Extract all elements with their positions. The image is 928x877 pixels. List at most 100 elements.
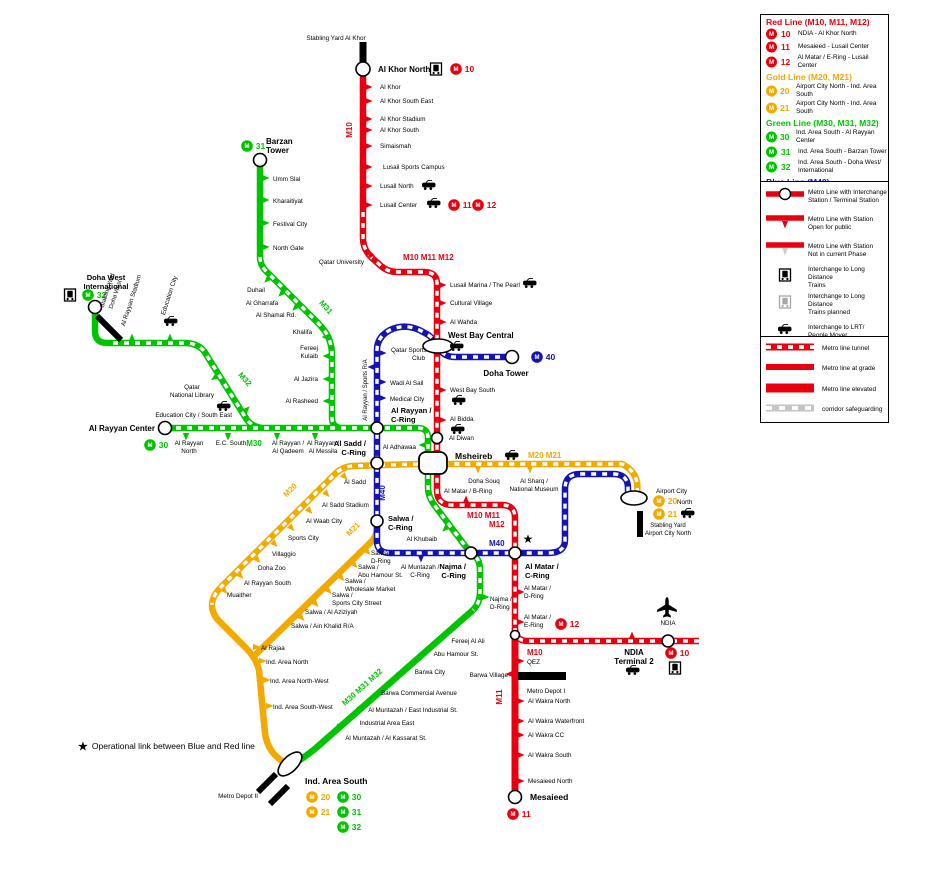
legend-style-row: Metro line tunnel [764,340,888,358]
station-tick [311,599,319,607]
badge-circle [531,351,543,363]
badge-circle [766,41,777,53]
lrt-people-mover-icon [451,424,465,434]
badge-m: M [669,651,674,657]
train-wheel [676,670,679,674]
map-label: E-Ring [524,622,544,629]
stabling-yard-track [267,783,291,807]
map-label: Msheireb [455,451,492,461]
station-tick [379,394,387,402]
badge-circle [766,102,777,114]
legend-symbol-cell [764,319,808,344]
lrt-people-mover-icon [422,180,436,190]
long-distance-train-icon [429,62,443,76]
map-label: Fereej [300,345,318,352]
map-label: Cultural Village [450,300,493,307]
station-tick [220,586,228,594]
legend-line-description: Airport City North - Ind. Area South [796,83,877,98]
station-tick [367,363,375,371]
map-label: Terminal 2 [614,657,654,666]
badge-circle [82,289,94,301]
lrt-wheel [453,402,457,405]
legend-section-title: Green Line (M30, M31, M32) [766,118,879,128]
station-tick [166,333,174,341]
notphase-legend-icon [766,242,804,256]
badge-number: 12 [570,619,580,629]
badge-m: M [341,795,346,801]
station-tick [439,299,447,307]
train-planned-legend-icon [778,295,792,309]
badge-number: 31 [352,807,362,817]
map-label: Stabling Yard [650,523,685,529]
station-tick [413,655,422,664]
station-tick [311,433,319,441]
station-tick [324,586,332,594]
station-tick [374,689,383,698]
station-tick [262,243,270,251]
lrt-pantograph [425,180,432,183]
metro-line-green-nw-stub [91,313,113,347]
map-label: Industrial Area East [360,720,415,727]
legend-badge-icon: M [766,102,777,114]
station-tick [292,303,300,311]
lrt-people-mover-icon [626,665,640,675]
legend-style-cell [764,340,822,358]
badge-number: 20 [321,792,331,802]
map-label: Lusail North [380,183,414,190]
badge-number: 32 [97,290,107,300]
badge-m: M [245,144,250,150]
interchange-station [157,420,173,436]
map-label: National Museum [510,486,559,493]
station-tick [517,618,525,626]
interchange-station [370,421,384,435]
map-label: Barwa Village [470,672,509,679]
train-legend-icon [778,268,792,282]
station-tick [365,126,373,134]
interchange-station [87,299,103,315]
station-tick [334,723,343,732]
badge-number: 11 [522,809,531,819]
legend-symbol-cell [764,211,808,236]
station-tick [628,631,636,639]
lrt-pantograph [455,395,462,398]
map-label: Al Rayyan / [307,440,339,447]
lrt-wheel [224,408,228,411]
lrt-pantograph [167,316,174,319]
star-icon: ★ [78,741,88,753]
legend-style-row: Metro line at grade [764,360,888,378]
map-label: Al Sadd / [334,439,367,448]
lrt-wheel [633,672,637,675]
station-tick [439,386,447,394]
lrt-wheel [457,348,461,351]
legend-badge-icon: M [766,56,777,68]
map-label: Al Rayyan South [244,580,291,587]
station-tick [322,397,330,405]
legend-style-row: Metro line elevated [764,381,888,399]
map-label: Al Rayyan [175,440,204,447]
map-label: Al Matar / [525,562,560,571]
lrt-wheel [165,323,169,326]
map-label: International [83,282,128,291]
station-tick [482,593,490,601]
map-label: Najma / [439,562,467,571]
station-tick [517,731,525,739]
station-tick [462,495,470,503]
map-label: Al Rayyan Center [89,424,155,433]
map-label: Salwa / [332,592,353,599]
badge-number: 30 [159,440,169,450]
map-label: Al Khor South [380,127,419,134]
map-label: Al Matar / B-Ring [444,488,492,495]
train-wheel [786,304,789,308]
map-label: C-Ring [341,448,366,457]
legend-line-description: NDIA - Al Khor North [798,30,857,37]
legend-section-title: Red Line (M10, M11, M12) [766,17,870,27]
badge-m: M [511,812,516,818]
map-label: Al Khor South East [380,98,433,105]
